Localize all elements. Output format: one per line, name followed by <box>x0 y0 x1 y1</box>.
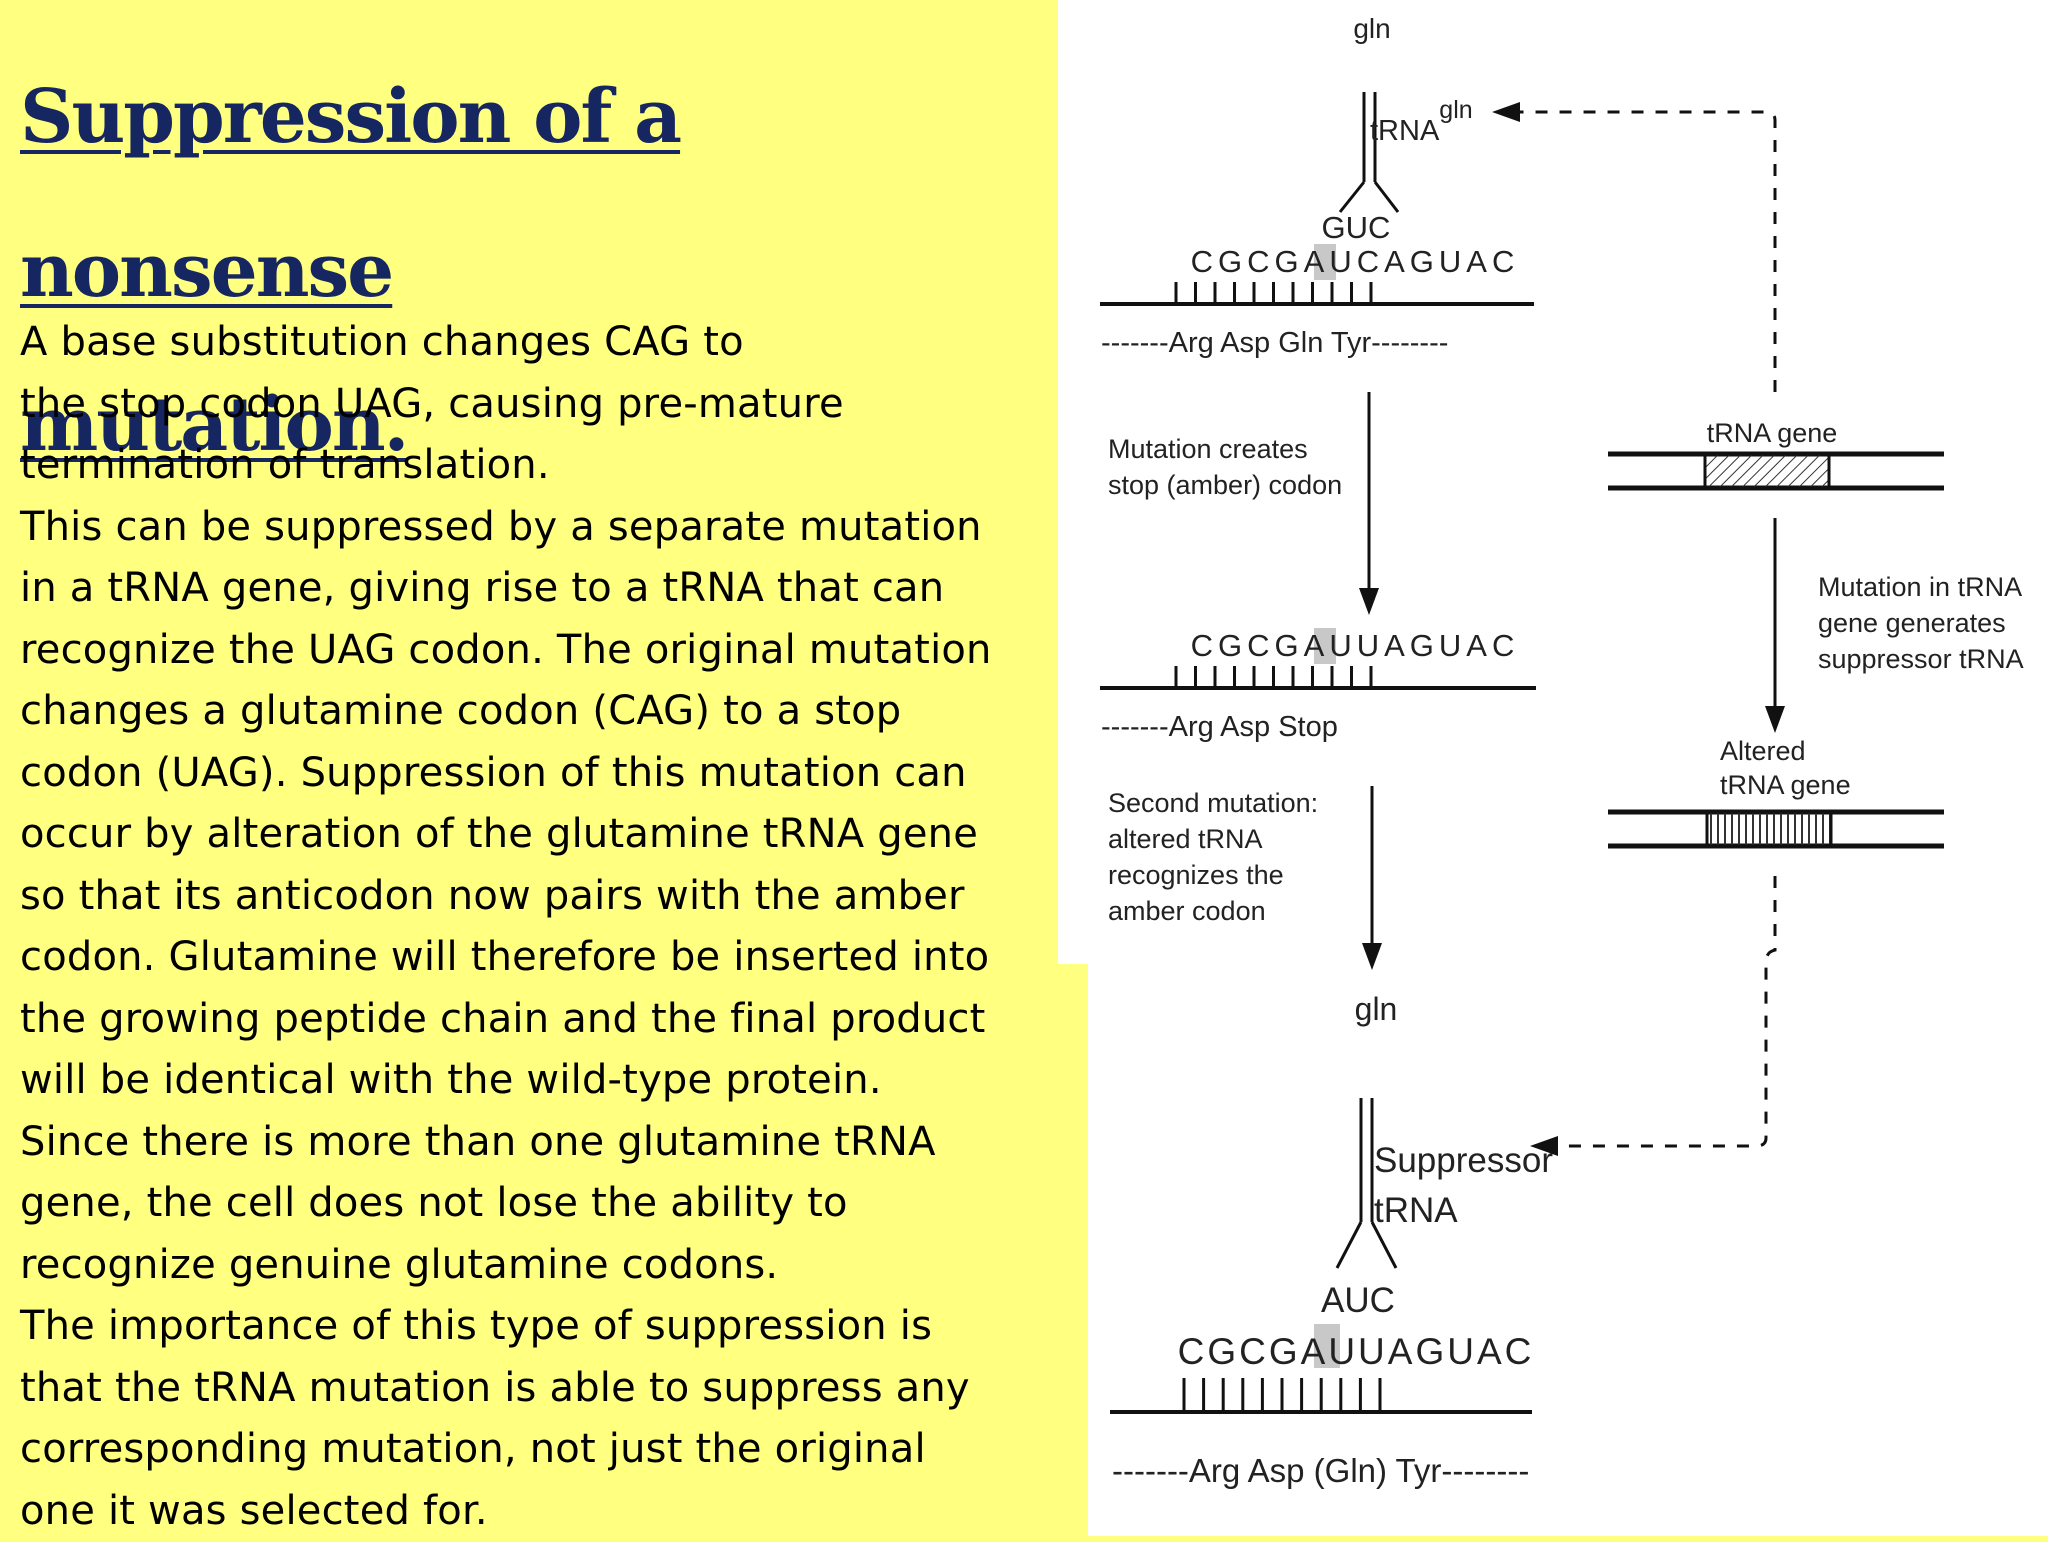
mrna2-peptide: -------Arg Asp Stop <box>1101 711 1338 743</box>
mrna3-sequence: CGCGAUUAGUAC <box>1178 1331 1535 1372</box>
bottom-trna-amino-acid: gln <box>1355 991 1398 1027</box>
mrna2-sequence: CGCGAUUAGUAC <box>1191 628 1520 663</box>
altered-gene-region <box>1707 812 1831 846</box>
top-trna-amino-acid: gln <box>1353 13 1390 44</box>
bottom-trna-anticodon: AUC <box>1321 1281 1395 1320</box>
trna-gene-label: tRNA gene <box>1707 418 1838 448</box>
mrna1-peptide: -------Arg Asp Gln Tyr-------- <box>1101 327 1448 359</box>
figure-background <box>1058 0 2048 1536</box>
text-notch-yellow <box>1058 964 1088 1536</box>
trna-gene-region <box>1705 454 1829 488</box>
mrna3-peptide: -------Arg Asp (Gln) Tyr-------- <box>1112 1452 1529 1489</box>
mrna1-sequence: CGCGAUCAGUAC <box>1191 244 1520 279</box>
top-trna-anticodon: GUC <box>1322 210 1391 245</box>
